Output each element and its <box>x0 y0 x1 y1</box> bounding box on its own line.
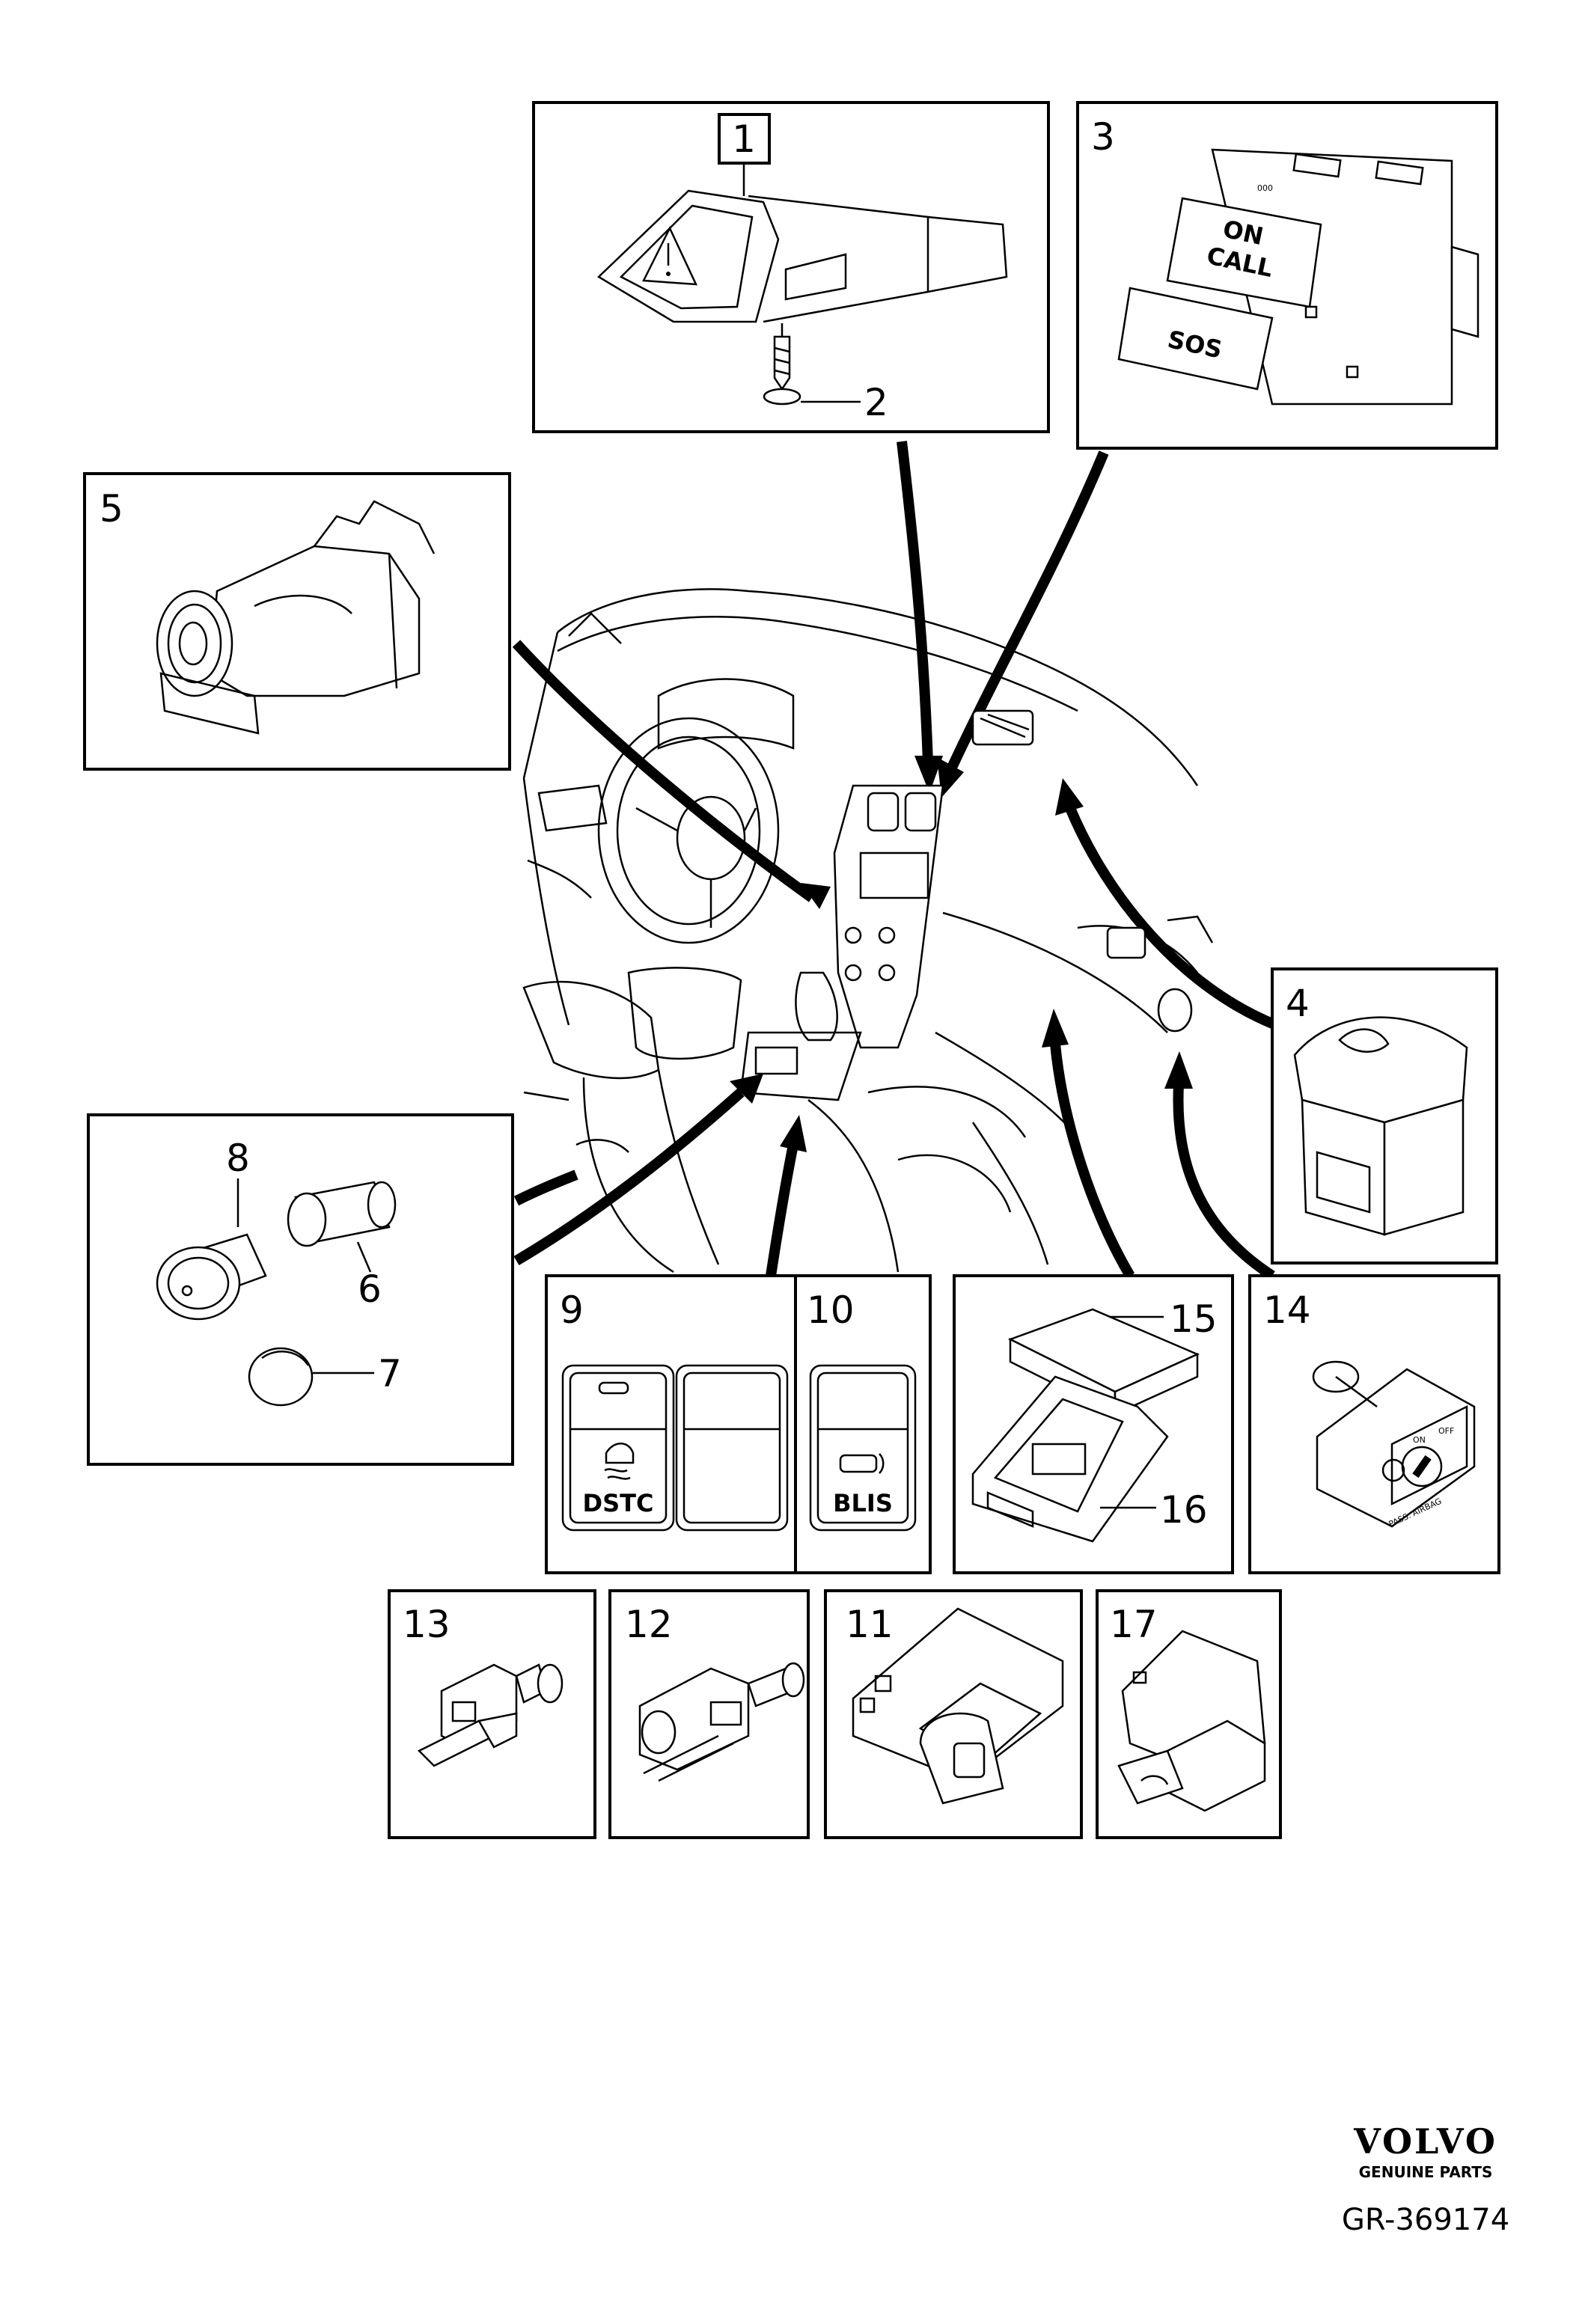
arrow-box9 <box>766 1143 798 1277</box>
arrow-box14 <box>1173 1084 1275 1280</box>
part-box-1[interactable]: 1 2 <box>532 101 1050 433</box>
arrow-box15 <box>1050 1043 1135 1279</box>
arrow-box1 <box>897 441 933 764</box>
callout-8: 8 <box>226 1137 250 1180</box>
volvo-logo: VOLVO <box>1353 2121 1497 2162</box>
part-box-17[interactable]: 17 <box>1096 1589 1282 1839</box>
callout-15: 15 <box>1170 1297 1218 1341</box>
arrow-box4 <box>1065 806 1278 1030</box>
callout-12: 12 <box>625 1603 673 1646</box>
callout-9: 9 <box>560 1288 584 1332</box>
blis-label: BLIS <box>833 1489 893 1517</box>
car-interior-illustration <box>522 588 1214 1273</box>
callout-2: 2 <box>864 381 888 424</box>
svg-text:000: 000 <box>1257 183 1273 193</box>
arrow-box8b <box>513 1169 578 1206</box>
part-box-4[interactable]: 4 <box>1271 967 1498 1265</box>
callout-10: 10 <box>807 1288 855 1332</box>
arrow-box3 <box>945 450 1109 773</box>
genuine-parts-label: GENUINE PARTS <box>1359 2163 1493 2181</box>
dstc-label: DSTC <box>583 1489 654 1517</box>
part-box-12[interactable]: 12 <box>608 1589 810 1839</box>
diagram-code: GR-369174 <box>1342 2203 1509 2237</box>
part-box-5[interactable]: 5 <box>83 472 511 771</box>
airbag-on: ON <box>1413 1435 1426 1445</box>
callout-14: 14 <box>1263 1288 1311 1332</box>
callout-1: 1 <box>732 117 756 161</box>
part-box-8-6-7[interactable]: 8 6 7 <box>87 1113 514 1466</box>
callout-11: 11 <box>846 1603 894 1646</box>
pointer-arrows <box>512 441 1278 1280</box>
callout-16: 16 <box>1160 1488 1208 1532</box>
part-box-15-16[interactable]: 15 16 <box>953 1274 1234 1574</box>
part-box-13[interactable]: 13 <box>388 1589 596 1839</box>
callout-4: 4 <box>1286 982 1310 1025</box>
callout-17: 17 <box>1110 1603 1158 1646</box>
airbag-off: OFF <box>1438 1426 1454 1436</box>
callout-3: 3 <box>1091 115 1115 159</box>
callout-5: 5 <box>100 487 123 530</box>
arrow-box8 <box>513 1088 745 1266</box>
part-box-9[interactable]: 9 DSTC <box>545 1274 797 1574</box>
callout-7: 7 <box>378 1352 402 1395</box>
part-box-10[interactable]: 10 BLIS <box>794 1274 932 1574</box>
arrow-box5 <box>512 640 816 902</box>
callout-13: 13 <box>403 1603 451 1646</box>
footer: VOLVO GENUINE PARTS GR-369174 <box>1342 2121 1509 2237</box>
part-box-11[interactable]: 11 <box>824 1589 1083 1839</box>
part-box-14[interactable]: 14 ON OFF PASS. AIRBAG <box>1248 1274 1500 1574</box>
callout-box-1 <box>718 113 771 165</box>
part-box-3[interactable]: 3 000 ON CALL SOS <box>1076 101 1498 450</box>
callout-6: 6 <box>358 1268 382 1311</box>
